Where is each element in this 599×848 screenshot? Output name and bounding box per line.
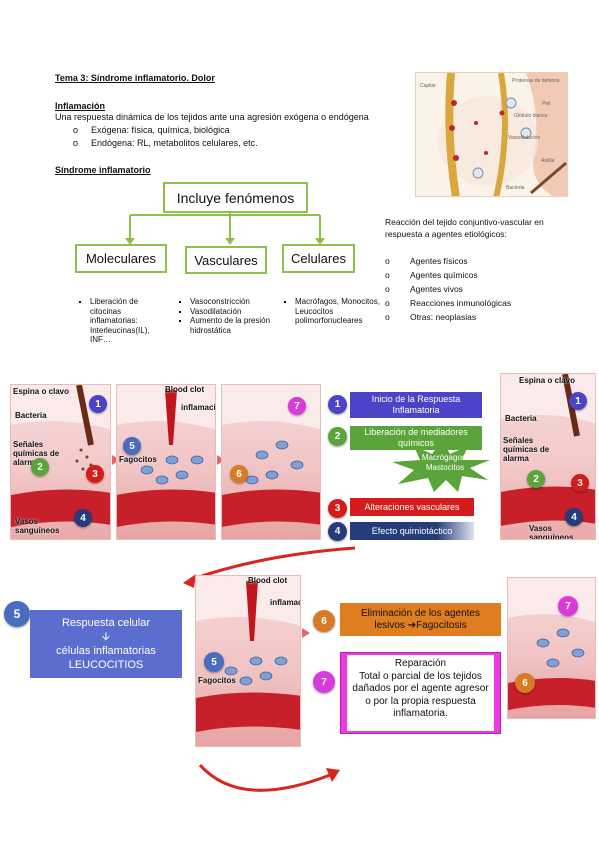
vasculares-list: Vasoconstricción Vasodilatación Aumento …	[180, 297, 275, 335]
illustration-label: Capilar	[420, 83, 436, 89]
label-fagocitos: Fagocitos	[198, 676, 236, 685]
label-espina: Espina o clavo	[13, 387, 70, 396]
step-number-1: 1	[89, 395, 107, 413]
label-vasos: Vasos sanguíneos	[15, 517, 60, 535]
tree-node-vasculares: Vasculares	[185, 246, 267, 274]
step-number-3: 3	[328, 499, 347, 518]
list-item: Macrófagos, Monocitos, Leucocitos polimo…	[295, 297, 385, 326]
sindrome-title: Síndrome inflamatorio	[55, 165, 151, 175]
step-number-6: 6	[515, 673, 535, 693]
tissue-panel-3: 7 6	[221, 384, 321, 540]
moleculares-list: Liberación de citocinas inflamatorias: I…	[80, 297, 165, 345]
label-vasos: Vasos sanguíneos	[529, 524, 574, 540]
illustration-label: Proteínas de defensa	[512, 78, 560, 84]
label-blood-clot: Blood clot	[248, 576, 288, 585]
step-6-box: Eliminación de los agentes lesivos ➔Fago…	[340, 603, 501, 636]
step-number-1: 1	[569, 392, 587, 410]
tree-node-celulares: Celulares	[282, 244, 355, 273]
step-7-box: Reparación Total o parcial de los tejido…	[340, 652, 501, 734]
tissue-panel-6: 7 6	[507, 577, 596, 719]
step-5-title: Respuesta celular	[61, 617, 151, 629]
step-number-3: 3	[571, 474, 589, 492]
step-number-4: 4	[74, 509, 92, 527]
label-bacteria: Bacteria	[505, 414, 537, 423]
step-7-title: Reparación	[394, 658, 447, 669]
step-number-4: 4	[565, 508, 583, 526]
label-fagocitos: Fagocitos	[119, 455, 157, 464]
list-item: Vasodilatación	[190, 307, 275, 317]
step-number-7: 7	[313, 671, 335, 693]
illustration-label: Piel	[542, 101, 551, 107]
step-3-box: Alteraciones vasculares	[350, 498, 474, 516]
celulares-list: Macrófagos, Monocitos, Leucocitos polimo…	[285, 297, 385, 326]
step-number-6: 6	[313, 610, 335, 632]
list-item: Vasoconstricción	[190, 297, 275, 307]
step-number-4: 4	[328, 522, 347, 541]
step-number-6: 6	[230, 465, 248, 483]
tissue-panel-5: Blood clot inflamac Fagocitos 5	[195, 575, 301, 747]
inflamacion-definition: Una respuesta dinámica de los tejidos an…	[55, 112, 369, 122]
step-7-body: Total o parcial de los tejidos dañados p…	[352, 670, 489, 720]
label-blood-clot: Blood clot	[165, 385, 205, 394]
star-burst-icon	[392, 440, 490, 492]
macrofagos-label: Macrógagos/ Mastocitos	[421, 453, 469, 472]
step-2-box: Liberación de mediadores químicos	[350, 426, 482, 450]
step-number-5: 5	[204, 652, 224, 672]
list-item: Aumento de la presión hidrostática	[190, 316, 275, 335]
tissue-panel-4: Espina o clavo Bacteria Señales químicas…	[500, 373, 596, 540]
arrow-down-icon: 🡫	[102, 631, 110, 643]
tissue-panel-1: Espina o clavo Bacteria Señales químicas…	[10, 384, 111, 540]
step-number-3: 3	[86, 465, 104, 483]
label-senales: Señales químicas de alarma	[13, 440, 60, 467]
inflamacion-title: Inflamación	[55, 101, 106, 111]
page-title: Tema 3: Síndrome inflamatorio. Dolor	[55, 73, 215, 83]
label-inflamacion: inflamación	[181, 403, 216, 412]
label-espina: Espina o clavo	[519, 376, 576, 385]
illustration-label: Astilla	[541, 158, 555, 164]
step-4-box: Efecto quimiotáctico	[350, 522, 474, 540]
arrow-right-icon	[302, 628, 310, 638]
step-number-7: 7	[558, 596, 578, 616]
tissue-panel-2: Blood clot inflamación Fagocitos 5	[116, 384, 216, 540]
step-number-1: 1	[328, 395, 347, 414]
step-5-box: Respuesta celular 🡫 células inflamatoria…	[30, 610, 182, 678]
inflammation-illustration: Capilar Proteínas de defensa Glóbulo bla…	[415, 72, 568, 197]
step-number-5: 5	[4, 601, 30, 627]
step-7-content: Reparación Total o parcial de los tejido…	[347, 655, 494, 731]
step-5-body: células inflamatorias LEUCOCITIOS	[56, 645, 156, 671]
label-bacteria: Bacteria	[15, 411, 47, 420]
step-number-2: 2	[527, 470, 545, 488]
illustration-label: Glóbulo blanco	[514, 113, 548, 119]
label-senales: Señales químicas de alarma	[503, 436, 550, 463]
illustration-label: Vasodilatación	[508, 135, 541, 141]
step-1-box: Inicio de la Respuesta Inflamatoria	[350, 392, 482, 418]
step-number-2: 2	[328, 427, 347, 446]
reaccion-intro: Reacción del tejido conjuntivo-vascular …	[385, 217, 544, 239]
label-inflamac: inflamac	[270, 598, 301, 607]
tree-node-moleculares: Moleculares	[75, 244, 167, 273]
tree-root: Incluye fenómenos	[163, 182, 308, 213]
illustration-label: Bacteria	[506, 185, 525, 191]
list-item: Liberación de citocinas inflamatorias: I…	[90, 297, 165, 345]
step-number-5: 5	[123, 437, 141, 455]
step-number-2: 2	[31, 458, 49, 476]
step-number-7: 7	[288, 397, 306, 415]
